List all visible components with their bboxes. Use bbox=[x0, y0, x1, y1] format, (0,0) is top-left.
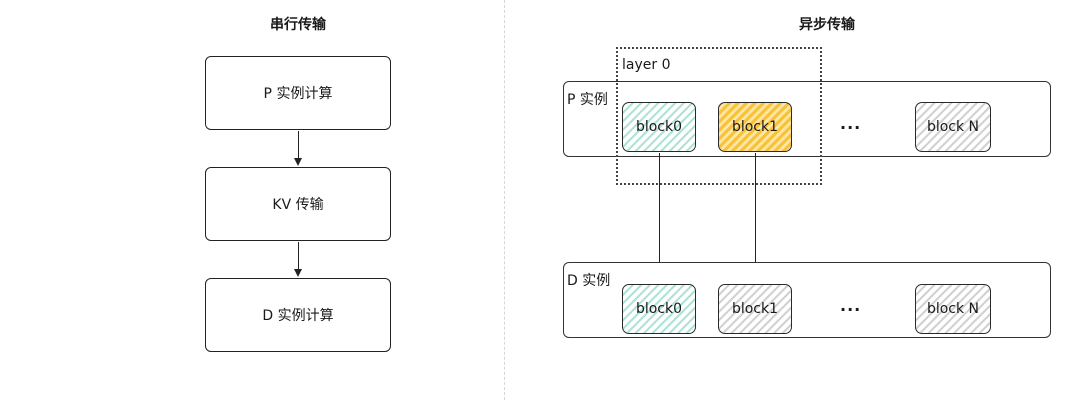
d-instance-label: D 实例 bbox=[567, 273, 611, 289]
transfer-line-block1 bbox=[755, 153, 756, 275]
p-instance-label: P 实例 bbox=[567, 92, 608, 108]
p-compute-step: P 实例计算 bbox=[205, 56, 391, 130]
d-block0: block0 bbox=[622, 284, 696, 334]
async-transfer-title: 异步传输 bbox=[799, 17, 855, 33]
p-block-n: block N bbox=[915, 102, 991, 152]
p-block1: block1 bbox=[718, 102, 792, 152]
p-ellipsis: ... bbox=[840, 114, 862, 133]
d-compute-step: D 实例计算 bbox=[205, 278, 391, 352]
layer-0-frame bbox=[616, 47, 822, 185]
layer-0-label: layer 0 bbox=[622, 57, 671, 73]
d-block-n: block N bbox=[915, 284, 991, 334]
transfer-line-block0 bbox=[659, 153, 660, 275]
arrow-line-1 bbox=[298, 131, 299, 159]
p-block0: block0 bbox=[622, 102, 696, 152]
arrow-line-2 bbox=[298, 242, 299, 270]
arrowhead-1 bbox=[294, 158, 302, 166]
d-ellipsis: ... bbox=[840, 296, 862, 315]
section-divider bbox=[504, 0, 505, 400]
arrowhead-2 bbox=[294, 269, 302, 277]
kv-transfer-step: KV 传输 bbox=[205, 167, 391, 241]
d-block1: block1 bbox=[718, 284, 792, 334]
serial-transfer-title: 串行传输 bbox=[270, 17, 326, 33]
